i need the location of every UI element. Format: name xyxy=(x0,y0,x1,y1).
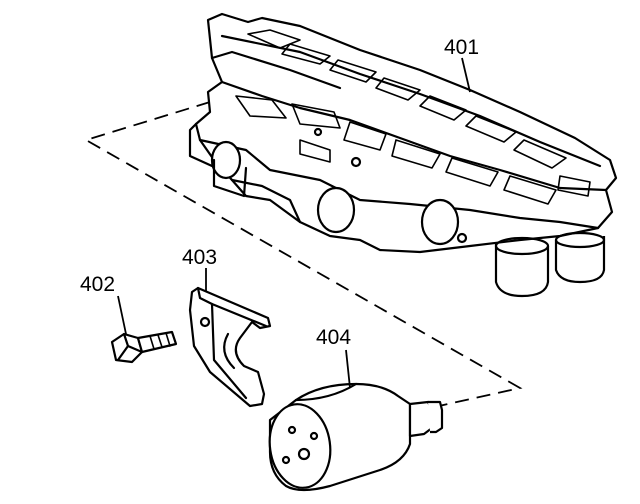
callout-403: 403 xyxy=(182,246,217,269)
callout-401: 401 xyxy=(444,36,479,59)
callout-402: 402 xyxy=(80,273,115,296)
solenoid xyxy=(268,382,444,492)
solenoid-bracket xyxy=(188,286,272,408)
callout-404: 404 xyxy=(316,326,351,349)
leader-lines xyxy=(117,57,471,389)
bolt xyxy=(110,330,178,364)
valve-body xyxy=(188,12,618,298)
